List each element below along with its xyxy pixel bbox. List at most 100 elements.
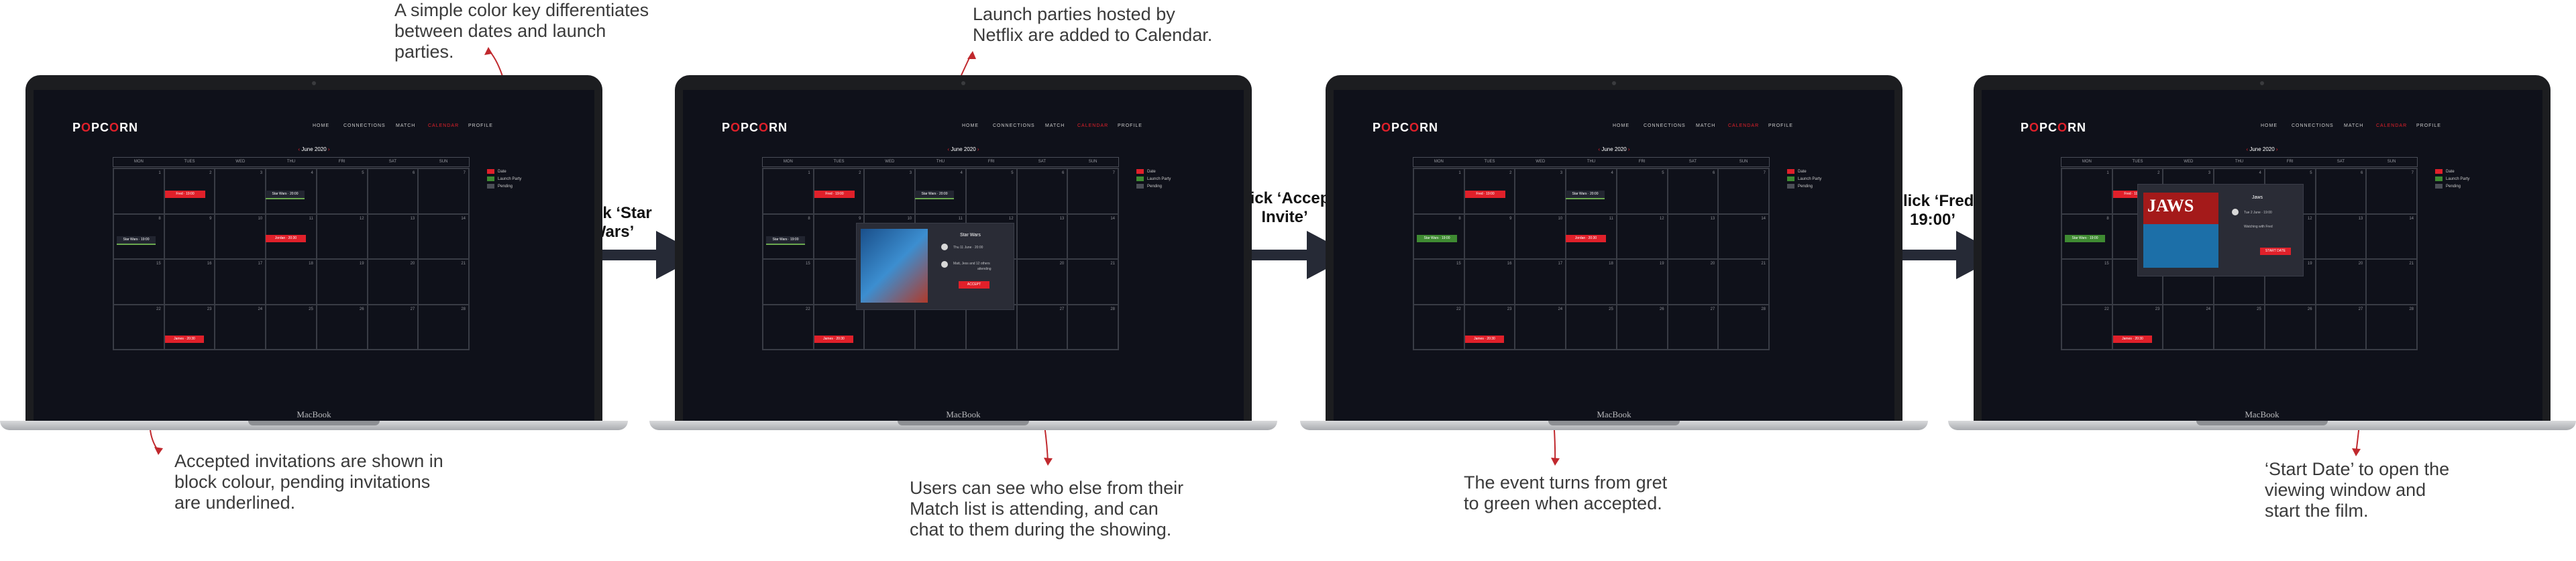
event-jordan[interactable]: Jordan · 20:30 xyxy=(266,235,306,242)
calendar-day-cell[interactable]: 1 xyxy=(763,168,814,214)
calendar-day-cell[interactable]: 26 xyxy=(965,304,1017,350)
nav-calendar[interactable]: CALENDAR xyxy=(1728,123,1760,128)
nav-match[interactable]: MATCH xyxy=(2344,123,2364,128)
calendar-day-cell[interactable]: 8 xyxy=(2061,213,2112,259)
calendar-day-cell[interactable]: 7 xyxy=(1718,168,1769,214)
nav-profile[interactable]: PROFILE xyxy=(1118,123,1142,128)
nav-profile[interactable]: PROFILE xyxy=(1768,123,1793,128)
calendar-day-cell[interactable]: 18 xyxy=(266,259,317,305)
calendar-day-cell[interactable]: 23 xyxy=(164,304,215,350)
event-james[interactable]: James · 20:30 xyxy=(2113,336,2152,343)
prev-month-button[interactable]: ‹ xyxy=(298,146,301,152)
event-star-wars-accepted[interactable]: Star Wars · 19:00 xyxy=(1417,235,1457,242)
calendar-day-cell[interactable]: 13 xyxy=(2315,213,2367,259)
calendar-day-cell[interactable]: 12 xyxy=(1616,213,1668,259)
prev-month-button[interactable]: ‹ xyxy=(1598,146,1601,152)
calendar-day-cell[interactable]: 2 xyxy=(164,168,215,214)
calendar-day-cell[interactable]: 20 xyxy=(367,259,419,305)
calendar-day-cell[interactable]: 23 xyxy=(1464,304,1515,350)
event-fred[interactable]: Fred · 19:00 xyxy=(165,191,205,198)
calendar-day-cell[interactable]: 20 xyxy=(1667,259,1719,305)
event-star-wars-pending[interactable]: Star Wars · 19:00 xyxy=(766,236,805,245)
calendar-day-cell[interactable]: 14 xyxy=(1718,213,1769,259)
prev-month-button[interactable]: ‹ xyxy=(947,146,950,152)
calendar-day-cell[interactable]: 7 xyxy=(2366,168,2417,214)
nav-match[interactable]: MATCH xyxy=(1045,123,1065,128)
event-star-wars-pending[interactable]: Star Wars · 19:00 xyxy=(117,236,156,245)
event-james[interactable]: James · 20:30 xyxy=(165,336,204,343)
calendar-day-cell[interactable]: 9 xyxy=(1464,213,1515,259)
calendar-day-cell[interactable]: 21 xyxy=(1067,259,1118,305)
calendar-day-cell[interactable]: 2 xyxy=(813,168,865,214)
popcorn-logo[interactable]: POPCORN xyxy=(722,121,788,134)
calendar-day-cell[interactable]: 26 xyxy=(2264,304,2316,350)
event-star-wars-accepted[interactable]: Star Wars · 19:00 xyxy=(2065,235,2105,242)
calendar-day-cell[interactable]: 10 xyxy=(215,213,266,259)
calendar-day-cell[interactable]: 24 xyxy=(215,304,266,350)
nav-profile[interactable]: PROFILE xyxy=(2416,123,2441,128)
event-james[interactable]: James · 20:30 xyxy=(814,336,853,343)
next-month-button[interactable]: › xyxy=(327,146,330,152)
calendar-day-cell[interactable]: 24 xyxy=(1515,304,1566,350)
nav-calendar[interactable]: CALENDAR xyxy=(1077,123,1109,128)
calendar-day-cell[interactable]: 8 xyxy=(763,213,814,259)
calendar-day-cell[interactable]: 19 xyxy=(1616,259,1668,305)
calendar-day-cell[interactable]: 23 xyxy=(2112,304,2163,350)
nav-connections[interactable]: CONNECTIONS xyxy=(343,123,386,128)
calendar-day-cell[interactable]: 6 xyxy=(2315,168,2367,214)
calendar-day-cell[interactable]: 28 xyxy=(1067,304,1118,350)
calendar-day-cell[interactable]: 25 xyxy=(1566,304,1617,350)
calendar-day-cell[interactable]: 14 xyxy=(1067,213,1118,259)
nav-home[interactable]: HOME xyxy=(313,123,329,128)
next-month-button[interactable]: › xyxy=(1627,146,1630,152)
calendar-day-cell[interactable]: 1 xyxy=(1413,168,1464,214)
calendar-day-cell[interactable]: 8 xyxy=(113,213,164,259)
calendar-day-cell[interactable]: 20 xyxy=(2315,259,2367,305)
nav-connections[interactable]: CONNECTIONS xyxy=(993,123,1035,128)
calendar-day-cell[interactable]: 3 xyxy=(864,168,916,214)
accept-invite-button[interactable]: ACCEPT xyxy=(959,281,989,289)
calendar-day-cell[interactable]: 24 xyxy=(864,304,916,350)
calendar-day-cell[interactable]: 7 xyxy=(418,168,469,214)
calendar-day-cell[interactable]: 16 xyxy=(164,259,215,305)
next-month-button[interactable]: › xyxy=(977,146,979,152)
nav-home[interactable]: HOME xyxy=(2261,123,2277,128)
event-james[interactable]: James · 20:30 xyxy=(1465,336,1504,343)
calendar-day-cell[interactable]: 17 xyxy=(1515,259,1566,305)
calendar-day-cell[interactable]: 10 xyxy=(1515,213,1566,259)
prev-month-button[interactable]: ‹ xyxy=(2246,146,2249,152)
calendar-day-cell[interactable]: 15 xyxy=(1413,259,1464,305)
calendar-day-cell[interactable]: 17 xyxy=(215,259,266,305)
calendar-day-cell[interactable]: 22 xyxy=(763,304,814,350)
calendar-day-cell[interactable]: 9 xyxy=(164,213,215,259)
event-star-wars-launch[interactable]: Star Wars · 20:00 xyxy=(1566,191,1605,199)
calendar-day-cell[interactable]: 6 xyxy=(1016,168,1068,214)
calendar-day-cell[interactable]: 7 xyxy=(1067,168,1118,214)
calendar-day-cell[interactable]: 22 xyxy=(113,304,164,350)
event-fred[interactable]: Fred · 19:00 xyxy=(814,191,855,198)
nav-home[interactable]: HOME xyxy=(1613,123,1629,128)
nav-match[interactable]: MATCH xyxy=(1696,123,1716,128)
calendar-day-cell[interactable]: 28 xyxy=(418,304,469,350)
calendar-day-cell[interactable]: 21 xyxy=(2366,259,2417,305)
calendar-day-cell[interactable]: 26 xyxy=(316,304,368,350)
popcorn-logo[interactable]: POPCORN xyxy=(2021,121,2087,134)
calendar-day-cell[interactable]: 13 xyxy=(367,213,419,259)
calendar-day-cell[interactable]: 5 xyxy=(965,168,1017,214)
calendar-day-cell[interactable]: 3 xyxy=(1515,168,1566,214)
calendar-day-cell[interactable]: 1 xyxy=(2061,168,2112,214)
calendar-day-cell[interactable]: 22 xyxy=(2061,304,2112,350)
calendar-day-cell[interactable]: 27 xyxy=(367,304,419,350)
nav-connections[interactable]: CONNECTIONS xyxy=(1644,123,1686,128)
calendar-day-cell[interactable]: 6 xyxy=(1667,168,1719,214)
calendar-day-cell[interactable]: 21 xyxy=(418,259,469,305)
nav-home[interactable]: HOME xyxy=(962,123,979,128)
popcorn-logo[interactable]: POPCORN xyxy=(1373,121,1439,134)
calendar-day-cell[interactable]: 21 xyxy=(1718,259,1769,305)
calendar-day-cell[interactable]: 13 xyxy=(1016,213,1068,259)
calendar-day-cell[interactable]: 25 xyxy=(2214,304,2265,350)
calendar-day-cell[interactable]: 16 xyxy=(1464,259,1515,305)
calendar-day-cell[interactable]: 3 xyxy=(215,168,266,214)
calendar-day-cell[interactable]: 26 xyxy=(1616,304,1668,350)
calendar-day-cell[interactable]: 27 xyxy=(1016,304,1068,350)
